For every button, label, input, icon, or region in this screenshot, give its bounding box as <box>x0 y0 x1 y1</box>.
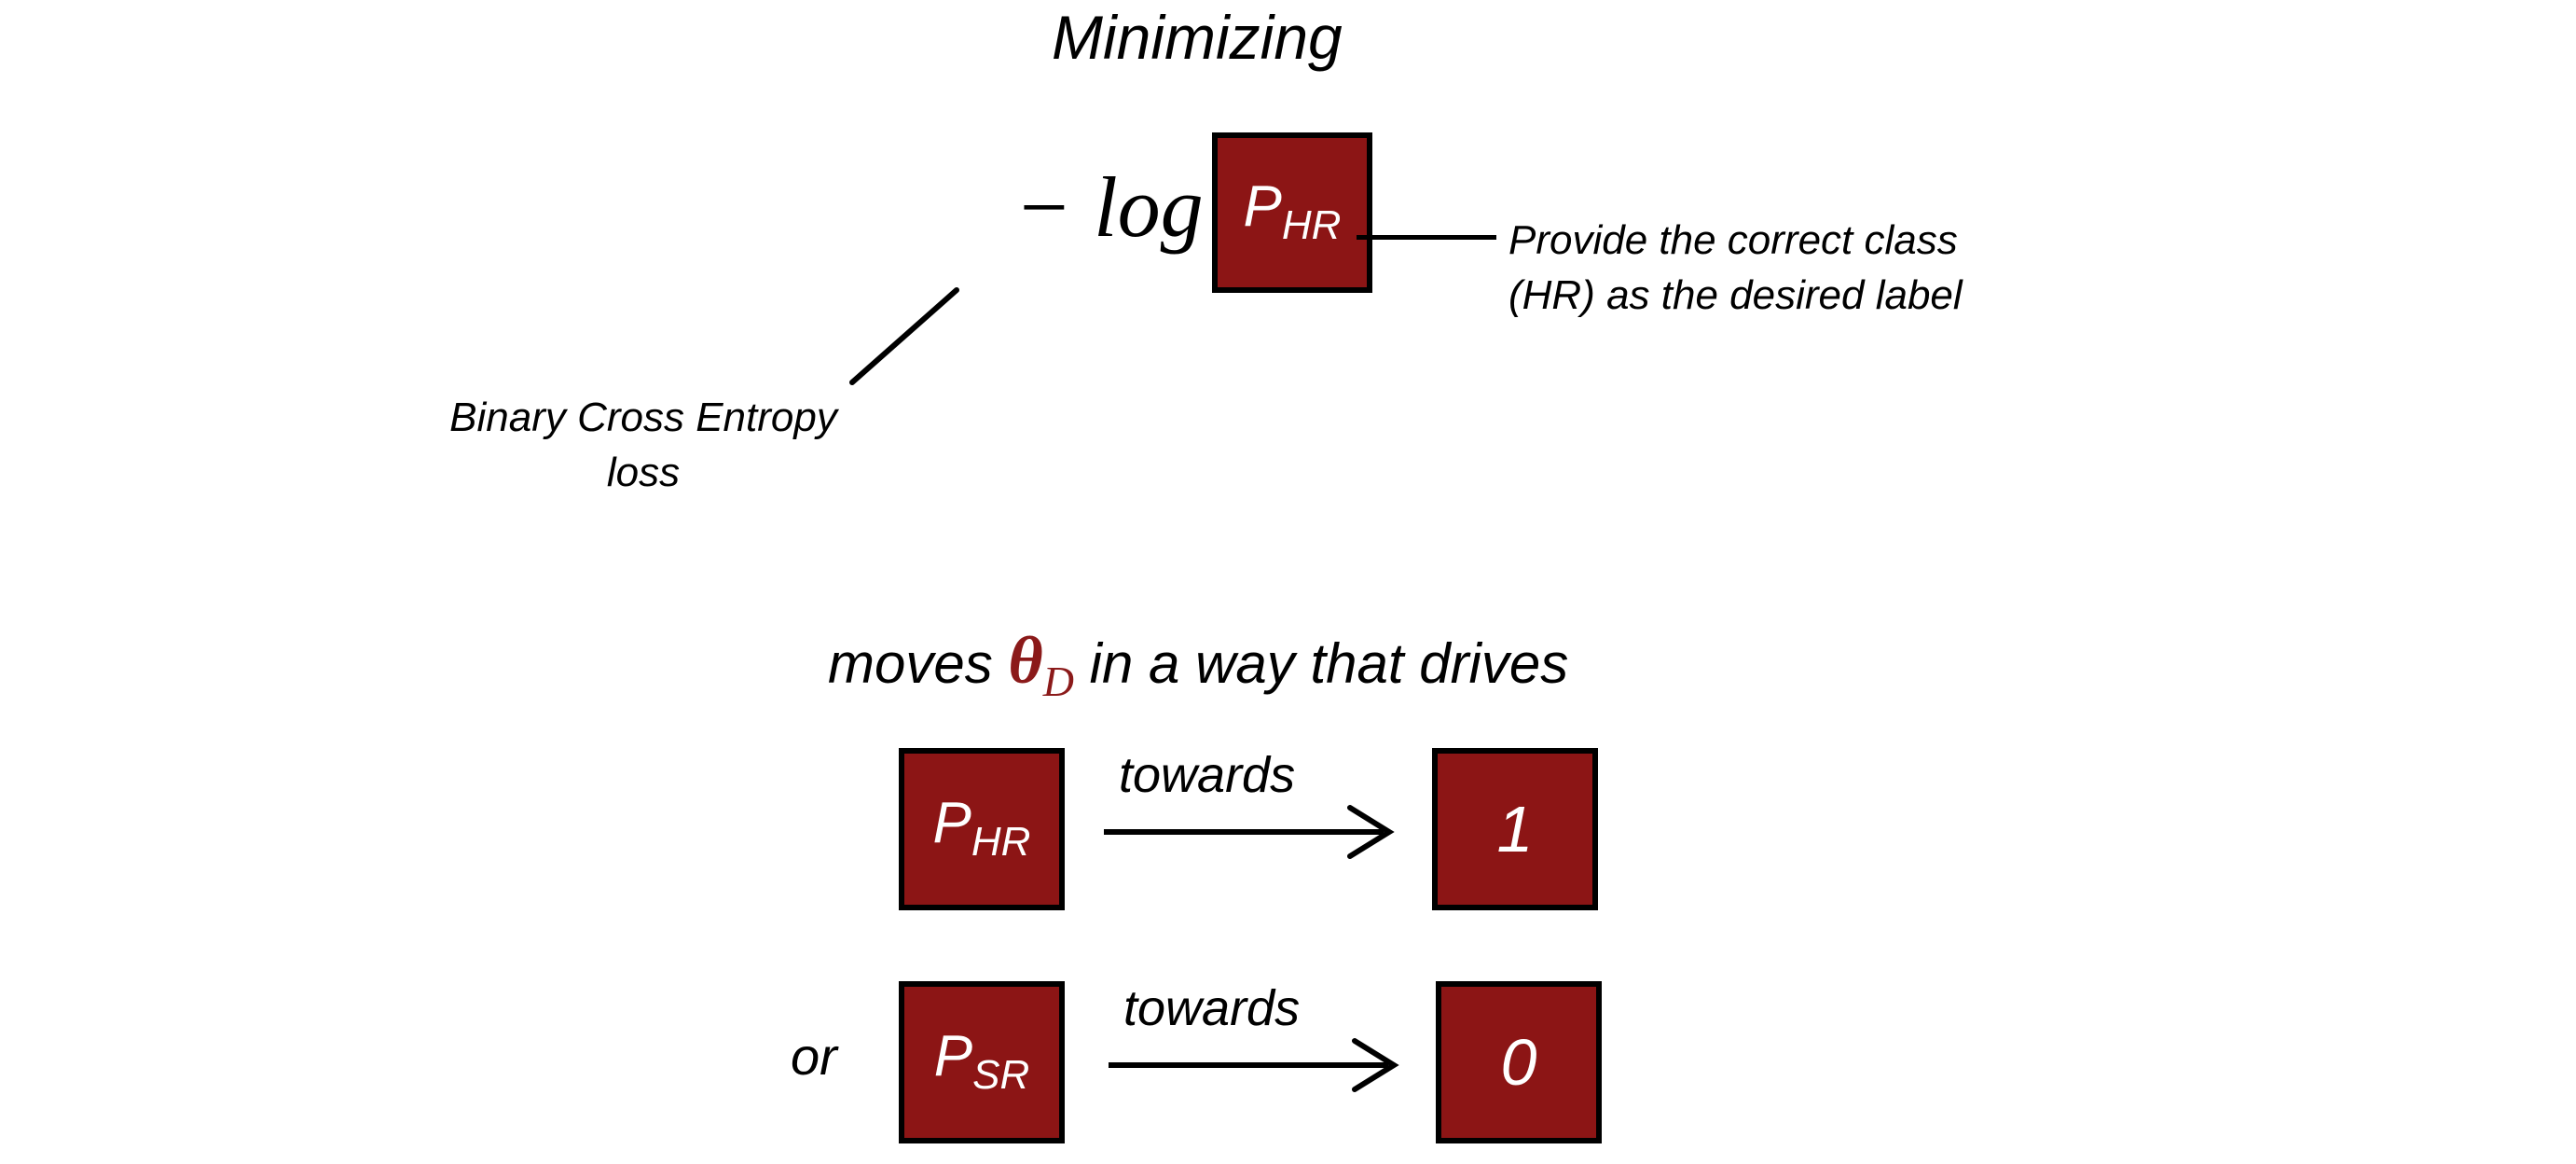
row-2-target-box[interactable]: 0 <box>1436 981 1602 1143</box>
left-leader-line <box>849 287 959 385</box>
left-annotation-line-2: loss <box>606 450 681 496</box>
row-1-target-value: 1 <box>1496 793 1534 866</box>
formula-box-subscript: HR <box>1281 202 1342 249</box>
theta-subscript: D <box>1042 657 1074 705</box>
right-annotation-line-2: (HR) as the desired label <box>1508 272 1963 319</box>
row-2-source-label: PSR <box>934 1028 1029 1096</box>
left-leader-line-svg <box>849 287 959 385</box>
right-annotation-line-1: Provide the correct class <box>1508 217 1958 263</box>
left-annotation-line-1: Binary Cross Entropy <box>449 395 837 440</box>
middle-phrase-after: in a way that drives <box>1089 632 1569 695</box>
row-2-target-value: 0 <box>1500 1026 1537 1099</box>
row-1-source-box[interactable]: PHR <box>899 748 1065 910</box>
row-1-source-subscript: HR <box>971 819 1031 866</box>
row-2-source-base: P <box>933 1024 973 1089</box>
row-1-arrow-head <box>1347 805 1395 859</box>
row-2-source-box[interactable]: PSR <box>899 981 1065 1143</box>
middle-phrase-before: moves <box>828 632 993 695</box>
row-1-source-base: P <box>932 791 971 856</box>
formula-probability-box[interactable]: PHR <box>1212 132 1372 293</box>
theta-base: θ <box>1008 623 1043 698</box>
page-title: Minimizing <box>1052 3 1343 72</box>
row-2-arrow-head <box>1352 1038 1399 1092</box>
row-2-prefix-or: or <box>791 1027 837 1086</box>
theta-symbol: θD <box>1008 623 1074 702</box>
row-1-source-label: PHR <box>933 795 1031 863</box>
formula-prefix-minus-log: − log <box>1014 159 1204 255</box>
row-1-arrow-label: towards <box>1119 747 1296 803</box>
middle-phrase: moves θD in a way that drives <box>828 627 1568 703</box>
row-2-source-subscript: SR <box>972 1052 1030 1099</box>
row-2-arrow-label: towards <box>1123 980 1301 1036</box>
row-1-target-box[interactable]: 1 <box>1432 748 1598 910</box>
left-annotation: Binary Cross Entropy loss <box>410 390 876 501</box>
row-2-arrow-svg <box>1109 1038 1399 1092</box>
right-leader-line <box>1357 235 1496 240</box>
right-annotation: Provide the correct class (HR) as the de… <box>1508 213 1963 324</box>
formula-box-base: P <box>1243 174 1282 240</box>
row-1-arrow-svg <box>1104 805 1395 859</box>
formula-box-label: PHR <box>1244 178 1342 246</box>
